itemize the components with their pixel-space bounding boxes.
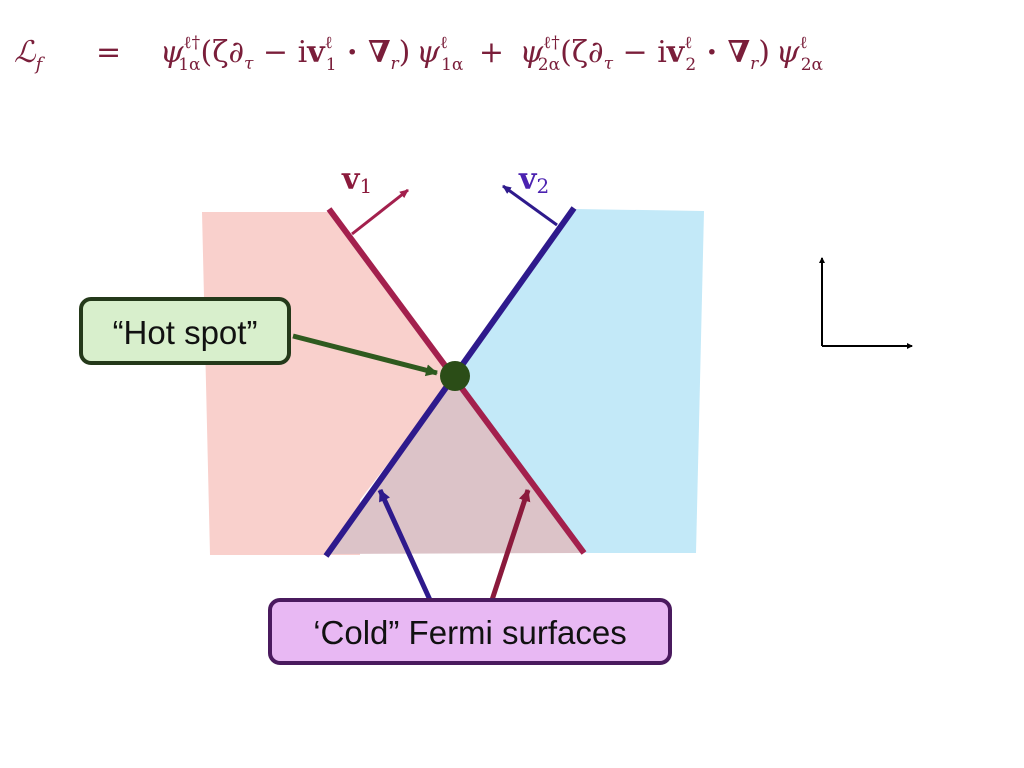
v1-arrow <box>351 188 409 236</box>
v2-label: v2 <box>518 162 549 198</box>
v1-label: v1 <box>341 162 372 198</box>
hot-spot-pointer-arrow <box>292 333 438 377</box>
cold-fs-pointer-arrow-2 <box>489 489 531 601</box>
hot-spot-callout-box <box>79 297 291 365</box>
v2-arrow <box>502 184 558 227</box>
hot-spot-dot <box>440 361 470 391</box>
cold-fs-label: ‘Cold” Fermi surfaces <box>313 614 627 651</box>
hot-spot-label: “Hot spot” <box>113 314 258 351</box>
cold-fs-pointer-arrow-1 <box>377 488 433 602</box>
cold-fs-callout-box <box>268 598 672 665</box>
right-region <box>455 209 704 553</box>
